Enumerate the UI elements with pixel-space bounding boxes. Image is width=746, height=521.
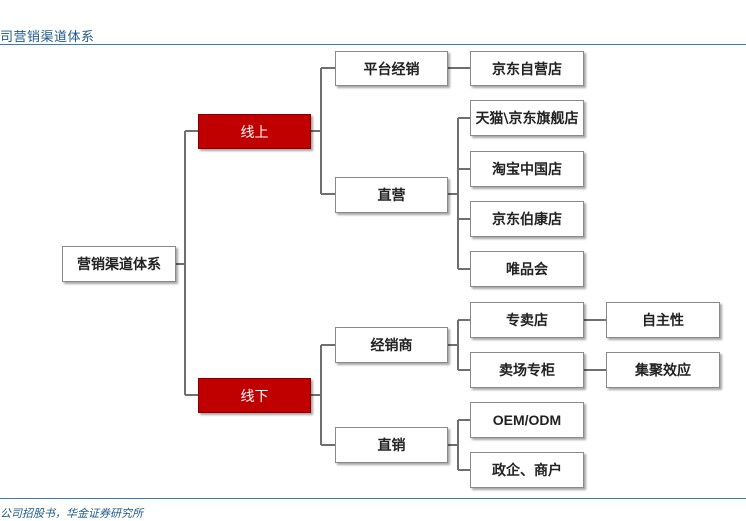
node-oem-odm: OEM/ODM bbox=[470, 402, 584, 438]
node-counter: 卖场专柜 bbox=[470, 352, 584, 388]
node-jd-bokang-store: 京东伯康店 bbox=[470, 201, 584, 237]
figure-title: 司营销渠道体系 bbox=[0, 30, 95, 45]
node-online: 线上 bbox=[198, 114, 311, 149]
node-distributor: 经销商 bbox=[335, 327, 448, 363]
node-vipshop: 唯品会 bbox=[470, 251, 584, 287]
node-root: 营销渠道体系 bbox=[62, 246, 176, 282]
node-jd-self-store: 京东自营店 bbox=[470, 51, 584, 86]
source-note: 公司招股书，华金证券研究所 bbox=[0, 507, 143, 520]
header-divider bbox=[0, 44, 746, 45]
node-aggregation-effect: 集聚效应 bbox=[606, 352, 720, 388]
node-gov-enterprise: 政企、商户 bbox=[470, 452, 584, 488]
node-platform-distribution: 平台经销 bbox=[335, 51, 448, 86]
node-taobao-china-store: 淘宝中国店 bbox=[470, 151, 584, 187]
node-self-owned: 自主性 bbox=[606, 302, 720, 338]
node-tmall-jd-flagship: 天猫\京东旗舰店 bbox=[470, 100, 584, 136]
node-offline: 线下 bbox=[198, 378, 311, 413]
node-exclusive-store: 专卖店 bbox=[470, 302, 584, 338]
node-direct-operation: 直营 bbox=[335, 177, 448, 213]
node-direct-sales: 直销 bbox=[335, 427, 448, 463]
footer-divider bbox=[0, 498, 746, 499]
